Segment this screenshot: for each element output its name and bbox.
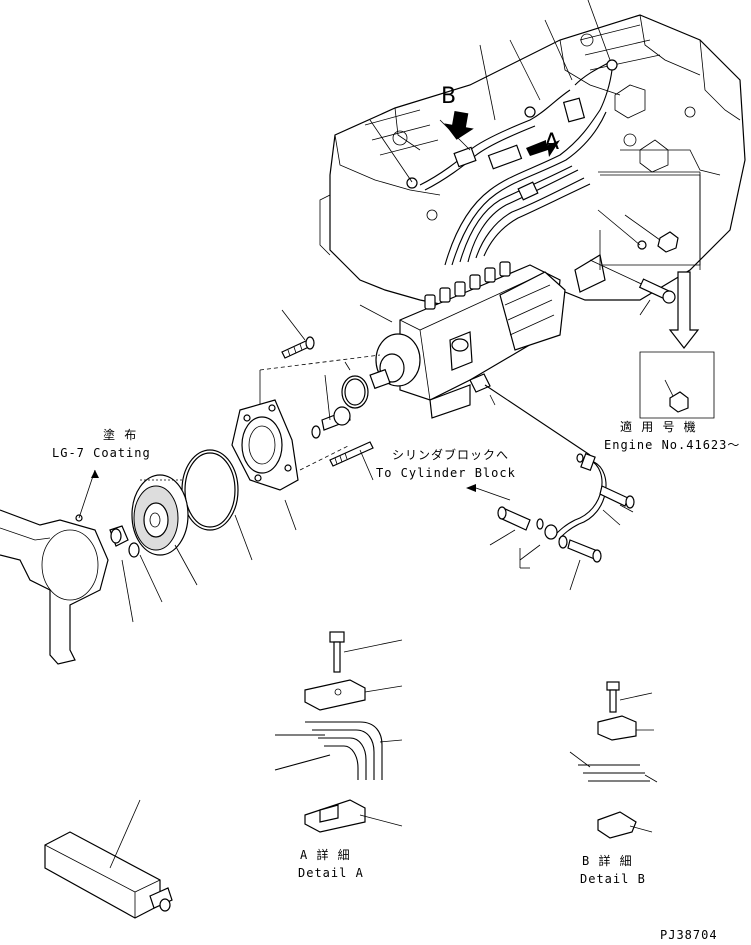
bracket-bolt <box>589 171 715 419</box>
arrow-b-label: B <box>441 84 457 109</box>
pump-leader <box>359 304 393 323</box>
drawing-number: PJ38704 <box>660 928 718 942</box>
detail-a-label-jp: A 詳 細 <box>300 848 351 862</box>
detail-b-label-jp: B 詳 細 <box>582 854 633 868</box>
lube-pipe <box>466 384 635 591</box>
pump-drive-gear <box>131 474 198 586</box>
cylinder-label-en: To Cylinder Block <box>376 466 516 480</box>
detail-a-drawing <box>274 631 403 833</box>
applicable-label-en: Engine No.41623～ <box>604 438 741 452</box>
arrow-a-label: A <box>544 130 560 155</box>
injection-pump <box>369 254 606 419</box>
engine-block <box>319 14 746 311</box>
coating-label-jp: 塗 布 <box>103 428 138 442</box>
timing-gear-case <box>0 469 109 665</box>
detail-b-drawing <box>569 681 658 839</box>
special-tool <box>44 799 173 919</box>
coating-label-en: LG-7 Coating <box>52 446 151 460</box>
leader-lines-top <box>369 0 611 183</box>
injection-pipes <box>406 59 618 266</box>
detail-a-label-en: Detail A <box>298 866 364 880</box>
pump-mounting-parts <box>259 309 381 481</box>
arrow-markers <box>444 110 560 157</box>
detail-b-label-en: Detail B <box>580 872 646 886</box>
gear-washer <box>128 542 163 603</box>
applicable-label-jp: 適 用 号 機 <box>620 420 697 434</box>
cover-plate <box>231 399 299 531</box>
gear-nut <box>109 525 134 623</box>
cylinder-label-jp: シリンダブロックへ <box>392 448 510 462</box>
large-o-ring <box>181 449 253 561</box>
